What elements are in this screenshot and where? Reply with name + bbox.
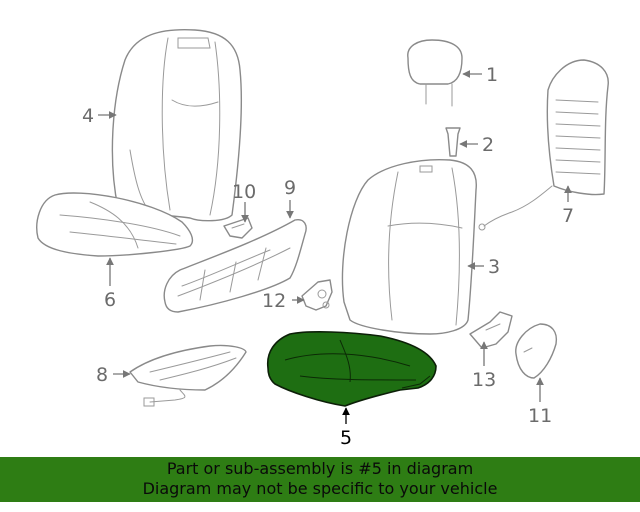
callout-13[interactable]: 13: [472, 369, 496, 391]
clip-part[interactable]: [223, 217, 253, 239]
seat-back-part[interactable]: [341, 158, 477, 335]
seat-cushion-pad-part[interactable]: [266, 331, 437, 407]
callout-9[interactable]: 9: [284, 177, 296, 199]
seat-cushion-cover-part[interactable]: [36, 192, 194, 257]
headrest-part[interactable]: [407, 39, 463, 107]
bracket-part[interactable]: [301, 279, 333, 311]
banner-line-part-number: Part or sub-assembly is #5 in diagram: [166, 459, 474, 478]
callout-8[interactable]: 8: [96, 364, 108, 386]
banner-line-disclaimer: Diagram may not be specific to your vehi…: [142, 479, 498, 498]
seat-back-heater-part[interactable]: [478, 59, 609, 231]
info-banner: Part or sub-assembly is #5 in diagram Di…: [0, 457, 640, 502]
callout-labels: 1 2 3 4 5 6 7 8 9 10 11 12 13: [82, 64, 574, 449]
callout-10[interactable]: 10: [232, 181, 256, 203]
callout-7[interactable]: 7: [562, 205, 574, 227]
callout-leaders: [98, 70, 572, 424]
callout-1[interactable]: 1: [486, 64, 498, 86]
parts-diagram: 1 2 3 4 5 6 7 8 9 10 11 12 13: [36, 28, 609, 449]
callout-6[interactable]: 6: [104, 289, 116, 311]
seat-back-cover-part[interactable]: [111, 28, 242, 222]
callout-4[interactable]: 4: [82, 105, 94, 127]
callout-2[interactable]: 2: [482, 134, 494, 156]
callout-12[interactable]: 12: [262, 290, 286, 312]
callout-11[interactable]: 11: [528, 405, 552, 427]
headrest-guide-part[interactable]: [445, 127, 461, 157]
side-cover-part[interactable]: [515, 323, 558, 379]
side-trim-part[interactable]: [163, 219, 307, 313]
callout-3[interactable]: 3: [488, 256, 500, 278]
side-bracket-part[interactable]: [469, 311, 513, 349]
callout-5[interactable]: 5: [340, 427, 352, 449]
seat-heater-part[interactable]: [129, 344, 247, 407]
